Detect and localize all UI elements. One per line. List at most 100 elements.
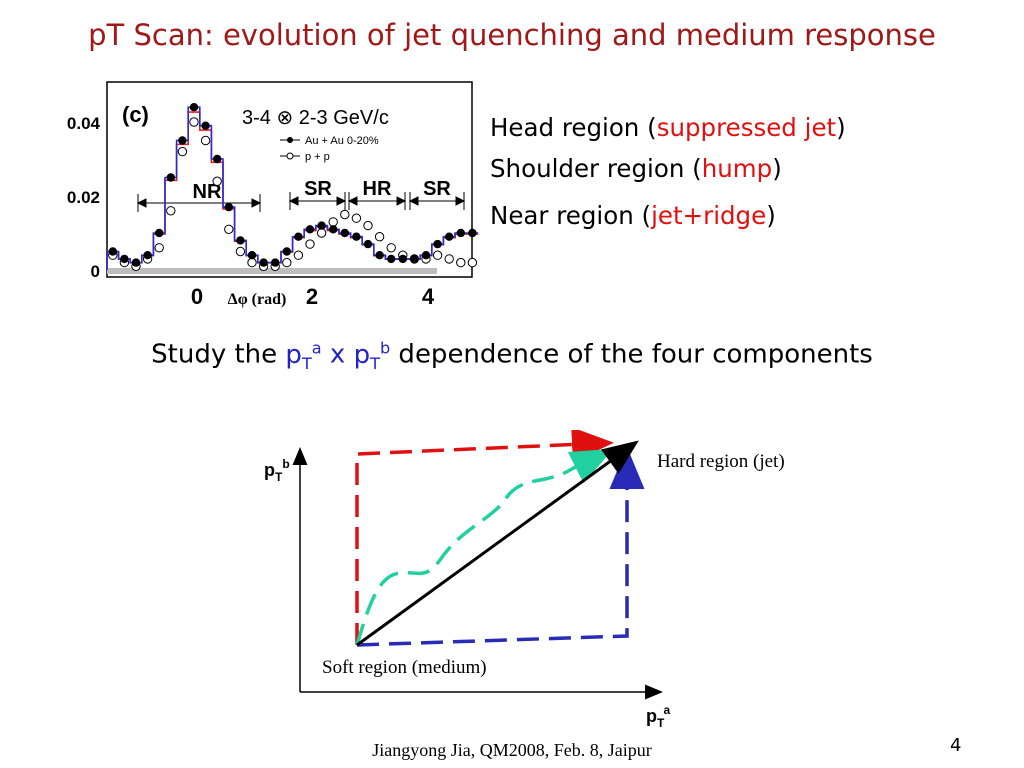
pp-point — [177, 146, 188, 157]
auau-point — [456, 228, 465, 238]
pp-point — [444, 254, 454, 264]
y-tick-002: 0.02 — [67, 188, 100, 207]
auau-point — [236, 236, 245, 245]
auau-point — [329, 225, 338, 234]
pp-point — [328, 217, 338, 227]
bullet-near-highlight: jet+ridge — [651, 201, 767, 230]
pp-point — [189, 117, 199, 127]
x-tick-0: 0 — [191, 284, 203, 309]
bullet-shoulder-suffix: ) — [772, 154, 782, 183]
pp-point — [282, 257, 292, 268]
correlation-plot: 0.04 0.02 0 0 2 4 Δφ (rad) (c) 3-4 ⊗ 2-3… — [67, 81, 479, 309]
auau-point — [271, 258, 280, 267]
auau-point — [363, 239, 373, 249]
study-times: x — [321, 339, 354, 370]
bullet-shoulder-prefix: Shoulder region ( — [490, 154, 702, 183]
study-line: Study the pTa x pTb dependence of the fo… — [0, 338, 1024, 373]
legend-pp-marker — [286, 152, 294, 160]
x-axis-label-diagram: pTa — [646, 703, 670, 730]
pp-point — [166, 206, 176, 216]
auau-point — [352, 232, 361, 241]
bullet-shoulder-region: Shoulder region (hump) — [490, 154, 782, 183]
auau-point — [468, 228, 477, 238]
pp-point — [432, 250, 443, 260]
auau-point — [178, 136, 187, 145]
diagonal-arrow — [356, 440, 639, 647]
auau-point — [340, 228, 349, 238]
auau-histogram — [106, 106, 479, 270]
auau-point — [189, 103, 199, 112]
bullet-near-region: Near region (jet+ridge) — [490, 201, 776, 230]
auau-point — [282, 247, 291, 256]
auau-point — [201, 121, 210, 130]
auau-point — [213, 154, 222, 164]
bullet-head-prefix: Head region ( — [490, 113, 657, 142]
auau-point — [305, 225, 315, 234]
auau-points — [108, 103, 477, 267]
x-tick-4: 4 — [422, 284, 435, 309]
page-number: 4 — [950, 735, 962, 756]
pp-point — [467, 257, 478, 268]
pp-point — [456, 257, 466, 268]
bullet-near-prefix: Near region ( — [490, 201, 652, 230]
auau-point — [108, 247, 117, 256]
pp-point — [316, 228, 327, 238]
bullet-shoulder-highlight: hump — [701, 154, 773, 183]
auau-point — [433, 239, 442, 249]
auau-point — [294, 232, 303, 241]
bullet-near-suffix: ) — [766, 201, 776, 230]
region-label-sr-left: SR — [304, 178, 332, 200]
auau-point — [143, 251, 152, 260]
auau-point — [259, 258, 268, 267]
auau-point — [131, 258, 141, 267]
pp-point — [374, 232, 385, 242]
pp-point — [386, 243, 396, 253]
legend-pp: p + p — [305, 151, 330, 163]
auau-point — [375, 251, 384, 260]
auau-point — [445, 232, 454, 241]
soft-region-label: Soft region (medium) — [322, 657, 487, 678]
region-label-nr: NR — [193, 181, 222, 203]
pp-point — [340, 209, 350, 220]
y-tick-004: 0.04 — [67, 114, 101, 133]
plot-zero-band — [107, 268, 437, 274]
legend-auau-marker — [287, 137, 293, 143]
ptb-label: pTb — [353, 338, 391, 373]
auau-point — [317, 221, 326, 230]
teal-path-medium-response — [355, 448, 614, 646]
auau-point — [421, 251, 431, 260]
auau-point — [410, 254, 419, 264]
auau-point — [398, 254, 407, 264]
pp-point — [212, 176, 222, 186]
hard-region-label: Hard region (jet) — [657, 451, 785, 472]
pp-point — [363, 220, 373, 231]
study-suffix: dependence of the four components — [390, 339, 873, 370]
y-axis-label: pTb — [264, 457, 290, 484]
bin-label: 3-4 ⊗ 2-3 GeV/c — [242, 107, 389, 129]
y-tick-0: 0 — [91, 262, 100, 281]
legend-auau: Au + Au 0-20% — [305, 135, 379, 147]
pp-point — [200, 135, 211, 146]
pp-point — [351, 213, 362, 223]
region-label-sr-right: SR — [423, 178, 451, 200]
region-label-hr: HR — [363, 178, 392, 200]
panel-label: (c) — [122, 102, 149, 127]
bullet-head-suffix: ) — [836, 113, 846, 142]
pp-point — [154, 243, 164, 253]
pt-scan-diagram: pTb pTa Hard region (jet) Soft region (m… — [264, 430, 785, 730]
red-path-near — [355, 430, 614, 645]
auau-point — [224, 202, 233, 212]
pp-point — [305, 239, 315, 249]
auau-point — [387, 254, 396, 264]
footer-citation: Jiangyong Jia, QM2008, Feb. 8, Jaipur — [372, 740, 652, 760]
slide-title: pT Scan: evolution of jet quenching and … — [88, 18, 936, 52]
blue-path-away — [356, 447, 645, 647]
region-arrows — [136, 192, 466, 212]
pp-point — [235, 246, 246, 257]
pta-label: pTa — [285, 338, 322, 373]
x-axis-label: Δφ (rad) — [228, 291, 287, 308]
study-prefix: Study the — [151, 339, 286, 370]
auau-point — [120, 254, 129, 264]
bullet-head-highlight: suppressed jet — [656, 113, 837, 142]
auau-point — [155, 228, 164, 238]
